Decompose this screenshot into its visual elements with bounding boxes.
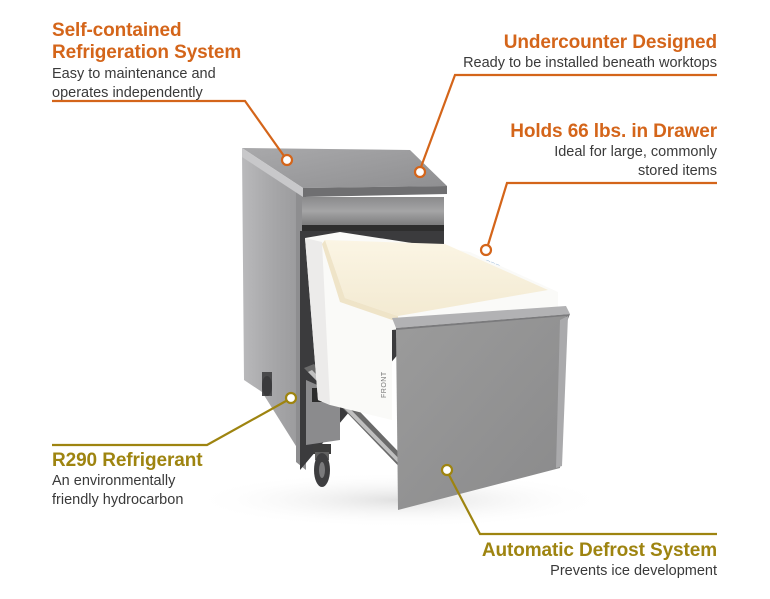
- drawer-opening: [302, 225, 444, 231]
- callout-undercounter: Undercounter Designed Ready to be instal…: [463, 32, 717, 73]
- callout-description: Prevents ice development: [550, 563, 717, 579]
- line-holds-66: [486, 181, 717, 246]
- callout-description: operates independently: [52, 85, 203, 101]
- callout-title: R290 Refrigerant: [52, 450, 203, 471]
- callout-lines: [52, 73, 717, 536]
- callout-title: Holds 66 lbs. in Drawer: [510, 121, 717, 142]
- line-defrost: [448, 474, 717, 536]
- callout-description: Ready to be installed beneath worktops: [463, 55, 717, 71]
- callout-description: friendly hydrocarbon: [52, 492, 184, 508]
- ice-bin-interior: [325, 240, 548, 316]
- line-undercounter: [419, 73, 717, 168]
- callout-self-contained: Self-contained Refrigeration System Easy…: [52, 20, 241, 103]
- top-side-edge: [242, 148, 303, 197]
- callout-title: Undercounter Designed: [503, 32, 717, 53]
- callout-holds-66-lbs: Holds 66 lbs. in Drawer Ideal for large,…: [510, 121, 717, 181]
- vent-slot: [312, 388, 322, 402]
- callout-description: Easy to maintenance and: [52, 66, 216, 82]
- line-self-contained: [52, 99, 285, 157]
- cabinet-side-panel: [242, 152, 306, 462]
- dot-holds-66: [479, 243, 493, 257]
- cabinet-top: [242, 148, 447, 188]
- callout-title: Refrigeration System: [52, 42, 242, 63]
- callout-description: Ideal for large, commonly: [554, 144, 717, 160]
- callout-automatic-defrost: Automatic Defrost System Prevents ice de…: [482, 540, 717, 581]
- callout-r290-refrigerant: R290 Refrigerant An environmentally frie…: [52, 450, 203, 510]
- front-caster: [313, 444, 331, 487]
- dot-r290: [284, 391, 298, 405]
- dot-self-contained: [280, 153, 294, 167]
- line-r290: [52, 400, 287, 447]
- bin-capacity-marking: — — —: [486, 257, 501, 267]
- top-edge: [303, 186, 447, 197]
- front-band: [302, 197, 444, 225]
- dot-defrost: [440, 463, 454, 477]
- rear-caster: [262, 372, 272, 396]
- callout-title: Automatic Defrost System: [481, 540, 717, 561]
- bin-front-label: FRONT: [381, 371, 388, 398]
- callout-title: Self-contained: [52, 20, 182, 41]
- dot-undercounter: [413, 165, 427, 179]
- drawer-handle: [392, 306, 570, 328]
- drawer-front-panel: [396, 316, 566, 510]
- callout-description: An environmentally: [52, 473, 176, 489]
- callout-description: stored items: [638, 163, 717, 179]
